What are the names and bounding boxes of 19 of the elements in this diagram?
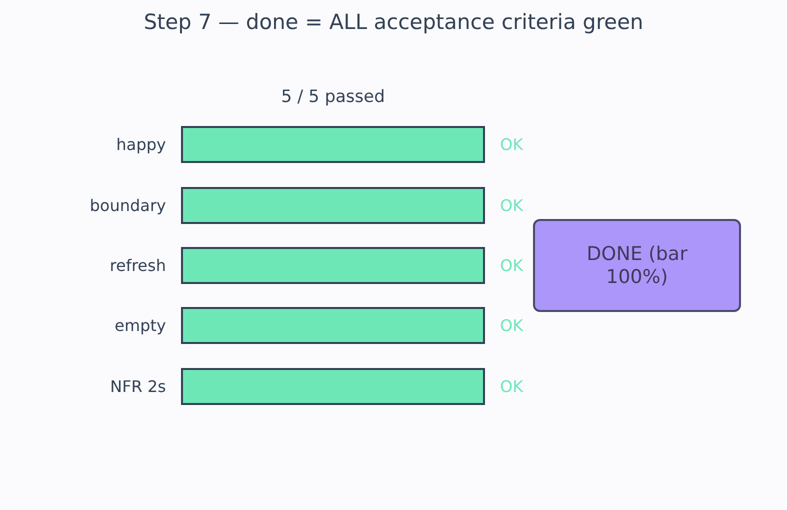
status-label: OK <box>500 134 524 154</box>
status-text: DONE (bar 100%) <box>586 242 688 288</box>
criterion-label: empty <box>114 316 166 336</box>
summary-label: 5 / 5 passed <box>280 87 386 107</box>
criterion-label: refresh <box>108 256 166 276</box>
criterion-label: happy <box>115 134 166 154</box>
progress-bar <box>181 307 485 344</box>
criterion-label: boundary <box>88 196 166 216</box>
status-label: OK <box>500 256 524 276</box>
status-box <box>533 219 741 312</box>
criterion-label: NFR 2s <box>109 376 166 396</box>
status-label: OK <box>500 196 524 216</box>
progress-bar <box>181 126 485 163</box>
status-label: OK <box>500 316 524 336</box>
status-label: OK <box>500 376 524 396</box>
progress-bar <box>181 368 485 405</box>
progress-bar <box>181 187 485 224</box>
diagram-title: Step 7 — done = ALL acceptance criteria green <box>142 10 644 34</box>
progress-bar <box>181 247 485 284</box>
